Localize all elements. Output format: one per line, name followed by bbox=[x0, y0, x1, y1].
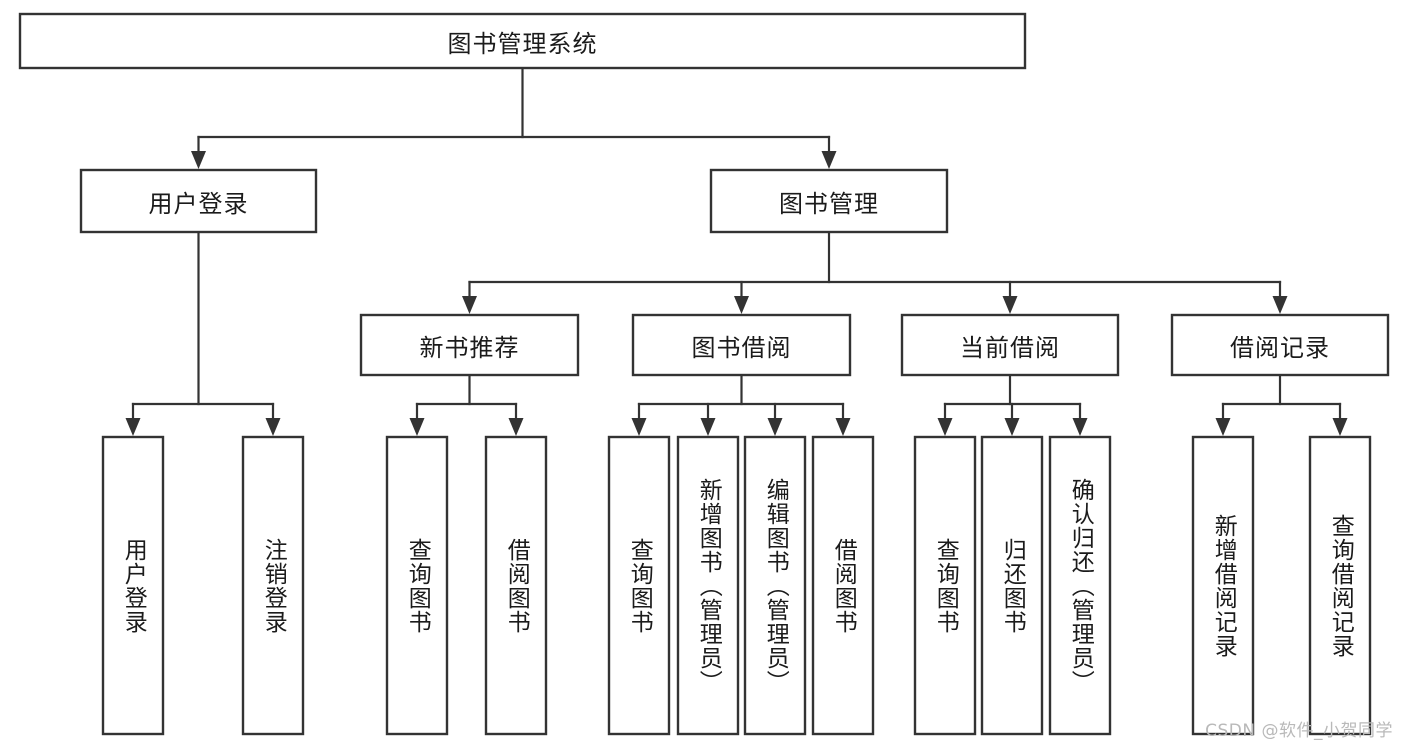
edge-arrow-head bbox=[125, 418, 141, 436]
edge-arrow-head bbox=[937, 418, 953, 436]
edge-arrow-head bbox=[631, 418, 647, 436]
node-box-book-borrow bbox=[631, 313, 852, 377]
node-box-book-manage bbox=[709, 168, 949, 234]
edge-arrow-head bbox=[191, 151, 206, 169]
node-box-leaf-query-book-1 bbox=[385, 435, 449, 736]
edge-arrow-head bbox=[835, 418, 851, 436]
node-box-leaf-add-book bbox=[676, 435, 740, 736]
node-box-leaf-confirm-return bbox=[1048, 435, 1112, 736]
node-box-leaf-query-book-3 bbox=[913, 435, 977, 736]
node-box-leaf-logout bbox=[241, 435, 305, 736]
edge-arrow-head bbox=[508, 418, 524, 436]
edge-arrow-head bbox=[1215, 418, 1231, 436]
node-box-leaf-return-book bbox=[980, 435, 1044, 736]
node-box-new-book-rec bbox=[359, 313, 580, 377]
csdn-watermark: CSDN @软件_小贺同学 bbox=[1205, 721, 1393, 741]
node-box-borrow-record bbox=[1170, 313, 1390, 377]
boxes-layer bbox=[18, 12, 1390, 736]
node-box-current-borrow bbox=[900, 313, 1120, 377]
node-box-leaf-edit-book bbox=[743, 435, 807, 736]
node-box-leaf-user-login bbox=[101, 435, 165, 736]
node-box-leaf-borrow-book-1 bbox=[484, 435, 548, 736]
node-box-leaf-add-record bbox=[1191, 435, 1255, 736]
edge-arrow-head bbox=[1002, 296, 1018, 314]
node-box-user-login bbox=[79, 168, 318, 234]
node-box-leaf-query-record bbox=[1308, 435, 1372, 736]
edge-arrow-head bbox=[700, 418, 716, 436]
edge-arrow-head bbox=[1332, 418, 1348, 436]
node-box-leaf-query-book-2 bbox=[607, 435, 671, 736]
edge-arrow-head bbox=[265, 418, 281, 436]
edge-arrow-head bbox=[821, 151, 837, 169]
edge-arrow-head bbox=[767, 418, 783, 436]
edge-arrow-head bbox=[409, 418, 425, 436]
edge-arrow-head bbox=[1004, 418, 1020, 436]
edges-layer bbox=[125, 66, 1348, 436]
node-box-root bbox=[18, 12, 1027, 70]
node-box-leaf-borrow-book-2 bbox=[811, 435, 875, 736]
edge-arrow-head bbox=[1272, 296, 1288, 314]
edge-arrow-head bbox=[734, 296, 749, 314]
edge-arrow-head bbox=[1072, 418, 1088, 436]
edge-arrow-head bbox=[462, 296, 477, 314]
